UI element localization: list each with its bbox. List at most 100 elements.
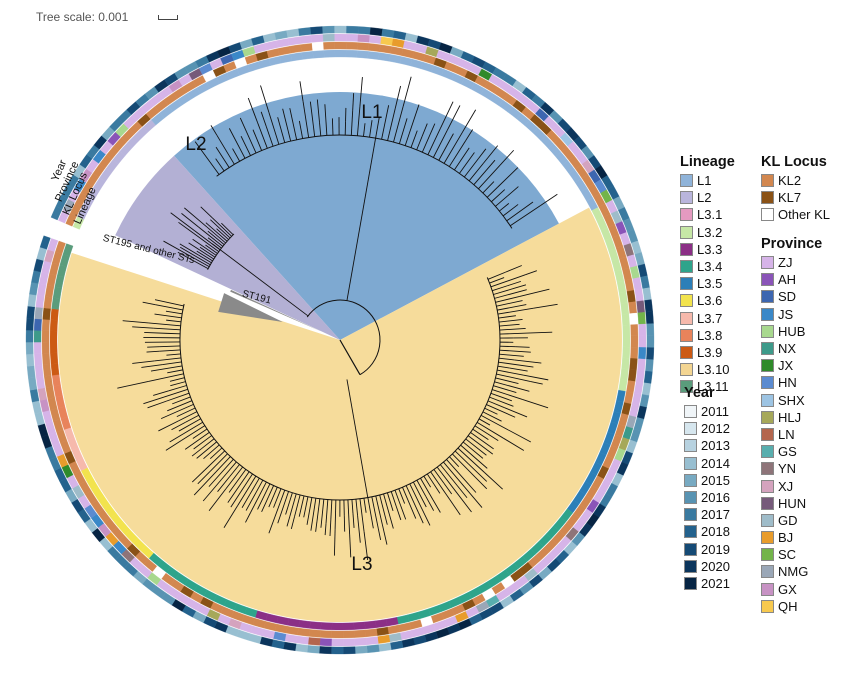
l1-branch: [324, 104, 328, 136]
l3-tip-branch: [400, 505, 407, 520]
l3-tip-branch: [377, 528, 382, 541]
l3-branch: [460, 444, 488, 469]
legend-lineage-item: L3.5: [680, 275, 735, 292]
l1-branch: [309, 101, 316, 137]
province-ring-segment: [342, 638, 356, 647]
l1-branch: [486, 186, 499, 198]
l1-branch: [499, 203, 510, 212]
legend-label: L1: [697, 173, 712, 189]
l3-branch: [467, 435, 494, 455]
legend-province-item: JX: [761, 357, 822, 374]
l3-tip-branch: [363, 531, 369, 561]
year-ring-segment: [307, 645, 320, 654]
year-ring-segment: [26, 305, 35, 319]
year-ring-segment: [642, 287, 652, 301]
l1-stem-branch: [346, 138, 377, 301]
legend-province-item: AH: [761, 271, 822, 288]
legend-label: HN: [778, 375, 797, 391]
l2-branch: [179, 246, 211, 266]
l3-tip-branch: [132, 326, 154, 329]
clade-wedge-l2: [115, 155, 340, 340]
l3-branch: [487, 400, 505, 409]
legend-swatch: [680, 174, 693, 188]
lineage-ring-segment: [378, 52, 391, 62]
kl-locus-ring-segment: [376, 626, 389, 636]
l1-tip-branch: [482, 145, 499, 164]
kl-locus-ring-segment: [277, 46, 291, 56]
province-ring-segment: [635, 370, 645, 383]
l1-tip-branch: [465, 129, 474, 141]
legend-lineage-item: L3.8: [680, 327, 735, 344]
l3-branch: [487, 271, 506, 280]
province-ring-segment: [47, 238, 59, 252]
lineage-ring-segment: [62, 243, 74, 257]
l2-tip-branch: [179, 243, 199, 256]
legend-lineage-item: L3.3: [680, 241, 735, 258]
province-ring-segment: [357, 34, 371, 43]
l3-branch-arc: [179, 277, 501, 501]
legend-swatch: [761, 273, 774, 287]
legend-swatch: [684, 405, 697, 419]
l3-branch: [499, 345, 516, 348]
l3-branch: [402, 487, 417, 519]
legend-province-item: QH: [761, 598, 822, 615]
l3-tip-branch: [507, 280, 522, 287]
kl-locus-ring-segment: [289, 44, 302, 54]
province-ring-segment: [39, 398, 50, 413]
l3-tip-branch: [191, 469, 206, 483]
l1-branch: [356, 106, 361, 136]
lineage-ring-segment: [276, 616, 290, 626]
l3-branch: [497, 304, 527, 311]
l1-tip-branch: [352, 93, 355, 111]
kl-locus-ring-segment: [401, 48, 415, 59]
legend-label: GX: [778, 581, 797, 597]
l3-tip-branch: [132, 360, 155, 364]
province-ring-segment: [634, 288, 644, 302]
legend-label: L3.8: [697, 327, 723, 343]
legend-province-item: GD: [761, 512, 822, 529]
l2-branch-arc: [207, 233, 235, 270]
lineage-ring-segment: [320, 622, 333, 631]
kl-locus-ring-segment: [266, 48, 280, 59]
l2-tip-branch: [163, 240, 189, 256]
year-ring-segment: [31, 270, 41, 284]
province-ring-segment: [273, 631, 287, 642]
year-ring-segment: [354, 645, 368, 654]
kl-locus-ring-segment: [357, 42, 370, 51]
l2-branch: [206, 226, 226, 244]
l2-branch: [196, 250, 213, 262]
legend-swatch: [680, 294, 693, 308]
legend-label: BJ: [778, 530, 794, 546]
l3-branch: [155, 304, 183, 311]
l3-tip-branch: [165, 440, 182, 451]
kl-locus-ring-segment: [55, 240, 66, 255]
legend-label: 2020: [701, 558, 730, 574]
legend-lineage-item: L1: [680, 172, 735, 189]
clade-wedge-l3: [57, 207, 623, 623]
annotation-rings: [25, 25, 655, 655]
l1-branch: [228, 128, 246, 159]
l3-branch: [159, 345, 181, 348]
l3-branch: [163, 388, 188, 398]
kl-locus-ring-segment: [622, 267, 632, 281]
l3-branch: [154, 313, 182, 319]
l3-branch: [294, 494, 301, 517]
l3-tip-branch: [191, 447, 203, 457]
l1-branch: [245, 131, 257, 154]
lineage-ring-segment: [50, 363, 60, 376]
lineage-ring-segment: [312, 50, 325, 59]
legend-year-title: Year: [684, 385, 715, 401]
l3-branch: [423, 475, 432, 488]
l3-branch: [495, 377, 519, 385]
lineage-ring-segment: [52, 286, 63, 299]
legend-swatch: [761, 376, 774, 390]
l3-branch: [166, 353, 181, 356]
l3-branch: [239, 471, 250, 486]
kl-locus-ring-segment: [390, 46, 404, 56]
clade-label-l3: L3: [351, 554, 372, 575]
l3-branch: [439, 464, 458, 486]
legend-province-item: HN: [761, 374, 822, 391]
